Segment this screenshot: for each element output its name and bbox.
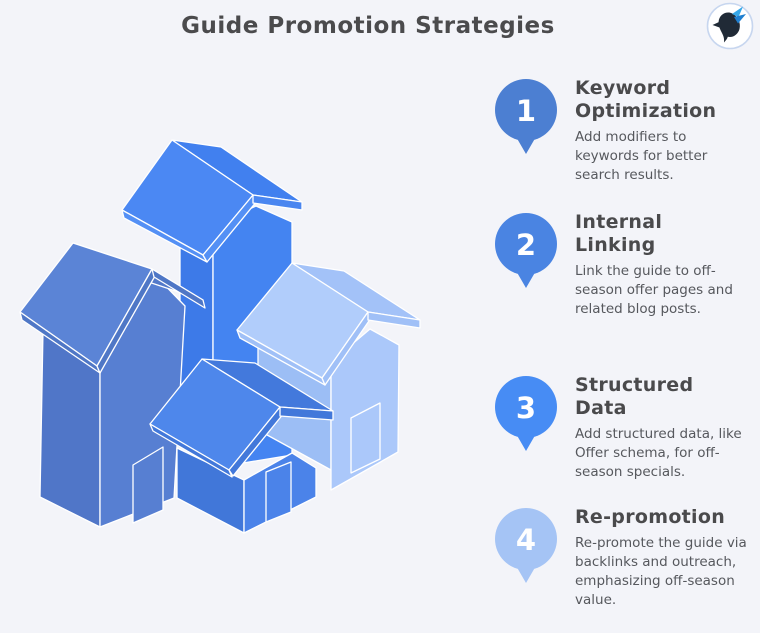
step-number-marker: 3 bbox=[495, 376, 557, 451]
bird-icon bbox=[712, 6, 746, 43]
front-house-right-fascia bbox=[279, 406, 334, 421]
right-house-right-fascia bbox=[367, 311, 421, 329]
step-number: 4 bbox=[516, 523, 536, 557]
right-house-door bbox=[350, 402, 381, 474]
front-house bbox=[149, 358, 334, 534]
right-house bbox=[236, 262, 421, 491]
step-number: 3 bbox=[516, 391, 536, 425]
right-house-front-wall bbox=[330, 328, 400, 491]
step-number-marker: 4 bbox=[495, 508, 557, 583]
step-description: Add modifiers to keywords for better sea… bbox=[575, 129, 708, 183]
left-house bbox=[19, 242, 206, 528]
back-house-right-fascia bbox=[252, 194, 303, 211]
page-title: Guide Promotion Strategies bbox=[181, 13, 555, 39]
front-house-door bbox=[265, 461, 292, 523]
step-text: Structured Data Add structured data, lik… bbox=[575, 374, 750, 482]
bird-logo-badge[interactable] bbox=[706, 2, 754, 50]
step-description: Link the guide to off-season offer pages… bbox=[575, 263, 733, 317]
left-house-right-fascia bbox=[151, 268, 206, 309]
step-text: Re-promotion Re-promote the guide via ba… bbox=[575, 506, 750, 610]
step-title: Internal Linking bbox=[575, 211, 663, 256]
step-title: Keyword Optimization bbox=[575, 77, 717, 122]
step-number: 2 bbox=[516, 228, 536, 262]
step-description: Add structured data, like Offer schema, … bbox=[575, 426, 742, 480]
step-text: Internal Linking Link the guide to off-s… bbox=[575, 211, 750, 319]
step-title: Structured Data bbox=[575, 374, 694, 419]
step-number-marker: 2 bbox=[495, 213, 557, 288]
step-description: Re-promote the guide via backlinks and o… bbox=[575, 535, 747, 608]
step-title: Re-promotion bbox=[575, 506, 726, 528]
front-house-eave-fascia bbox=[149, 423, 233, 478]
isometric-houses-illustration bbox=[19, 139, 421, 534]
left-house-door bbox=[132, 446, 164, 524]
step-number-marker: 1 bbox=[495, 79, 557, 154]
step-number: 1 bbox=[516, 94, 536, 128]
step-text: Keyword Optimization Add modifiers to ke… bbox=[575, 77, 750, 185]
